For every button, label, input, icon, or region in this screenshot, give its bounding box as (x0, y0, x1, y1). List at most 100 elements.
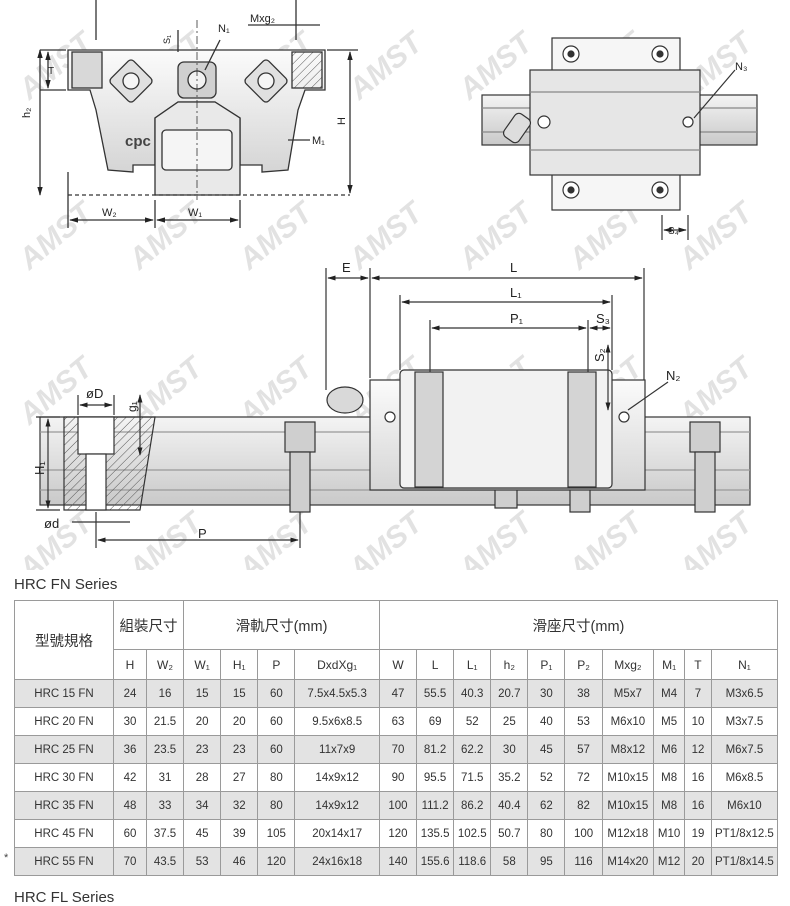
col-header: L₁ (453, 649, 492, 680)
value-cell: 27 (220, 763, 259, 792)
value-cell: 43.5 (145, 847, 185, 876)
value-cell: 24 (112, 679, 147, 708)
value-cell: 23 (183, 735, 222, 764)
next-series-title: HRC FL Series (14, 889, 115, 906)
value-cell: 80 (257, 763, 296, 792)
value-cell: M3x6.5 (710, 679, 779, 708)
watermark-text: AMST (672, 194, 761, 276)
value-cell: 33 (145, 791, 185, 820)
value-cell: 32 (220, 791, 259, 820)
value-cell: 95.5 (416, 763, 455, 792)
value-cell: 50.7 (490, 819, 529, 848)
value-cell: 24x16x18 (294, 847, 380, 876)
value-cell: 111.2 (416, 791, 455, 820)
value-cell: M6 (653, 735, 686, 764)
dim-N3: N₃ (735, 61, 747, 73)
dim-N2: N₂ (666, 368, 680, 383)
watermark-text: AMST (452, 194, 541, 276)
col-header: L (416, 649, 455, 680)
value-cell: 7 (684, 679, 712, 708)
watermark-text: AMST (232, 194, 321, 276)
value-cell: 95 (527, 847, 566, 876)
dim-S3: S₃ (596, 311, 610, 326)
value-cell: 14x9x12 (294, 763, 380, 792)
value-cell: 81.2 (416, 735, 455, 764)
value-cell: 15 (183, 679, 222, 708)
value-cell: 53 (183, 847, 222, 876)
col-header: M₁ (653, 649, 686, 680)
watermark-text: AMST (12, 194, 101, 276)
value-cell: 69 (416, 707, 455, 736)
col-header: h₂ (490, 649, 529, 680)
dim-g1: g₁ (125, 401, 139, 412)
value-cell: 14x9x12 (294, 791, 380, 820)
value-cell: PT1/8x14.5 (710, 847, 779, 876)
dim-W2: W₂ (102, 207, 117, 219)
col-header: P₂ (564, 649, 603, 680)
value-cell: M3x7.5 (710, 707, 779, 736)
value-cell: PT1/8x12.5 (710, 819, 779, 848)
value-cell: M10 (653, 819, 686, 848)
model-cell: HRC 25 FN (14, 735, 114, 764)
dim-L1: L₁ (510, 285, 522, 300)
value-cell: M6x8.5 (710, 763, 779, 792)
value-cell: 12 (684, 735, 712, 764)
value-cell: 30 (490, 735, 529, 764)
value-cell: 25 (490, 707, 529, 736)
col-header: Mxg₂ (601, 649, 655, 680)
value-cell: 23 (220, 735, 259, 764)
value-cell: 9.5x6x8.5 (294, 707, 380, 736)
value-cell: 16 (145, 679, 185, 708)
value-cell: 16 (684, 763, 712, 792)
value-cell: 120 (257, 847, 296, 876)
group-rail: 滑軌尺寸(mm) (183, 600, 380, 650)
value-cell: 57 (564, 735, 603, 764)
value-cell: 100 (378, 791, 418, 820)
value-cell: M5 (653, 707, 686, 736)
dim-H: H (336, 117, 348, 125)
value-cell: 30 (112, 707, 147, 736)
value-cell: 23.5 (145, 735, 185, 764)
watermark-text: AMST (12, 504, 101, 570)
col-header: DxdXg₁ (294, 649, 380, 680)
value-cell: 11x7x9 (294, 735, 380, 764)
value-cell: M14x20 (601, 847, 655, 876)
dim-Mxg2: Mxg₂ (250, 13, 275, 25)
dim-P: P (198, 526, 207, 541)
value-cell: 20x14x17 (294, 819, 380, 848)
value-cell: 116 (564, 847, 603, 876)
value-cell: M6x10 (601, 707, 655, 736)
star-mark: * (4, 852, 9, 864)
value-cell: 37.5 (145, 819, 185, 848)
value-cell: 35.2 (490, 763, 529, 792)
watermark-text: AMST (452, 504, 541, 570)
value-cell: 63 (378, 707, 418, 736)
value-cell: 36 (112, 735, 147, 764)
value-cell: 60 (257, 679, 296, 708)
watermark-text: AMST (342, 24, 431, 106)
dim-phiD: øD (86, 386, 103, 401)
value-cell: M10x15 (601, 763, 655, 792)
value-cell: 30 (527, 679, 566, 708)
value-cell: 80 (257, 791, 296, 820)
left-flange-hole (71, 51, 103, 89)
dim-h2: h₂ (21, 108, 33, 118)
dim-S2: S₂ (592, 348, 607, 362)
value-cell: 20 (684, 847, 712, 876)
col-header: W₂ (145, 649, 185, 680)
col-header: P₁ (527, 649, 566, 680)
value-cell: 40 (527, 707, 566, 736)
dim-H1: H₁ (32, 461, 47, 475)
value-cell: 60 (257, 735, 296, 764)
value-cell: 80 (527, 819, 566, 848)
dim-phid: ød (44, 516, 59, 531)
end-view (37, 0, 358, 228)
value-cell: M6x7.5 (710, 735, 779, 764)
series-title: HRC FN Series (14, 576, 118, 593)
value-cell: 38 (564, 679, 603, 708)
col-header: T (684, 649, 712, 680)
